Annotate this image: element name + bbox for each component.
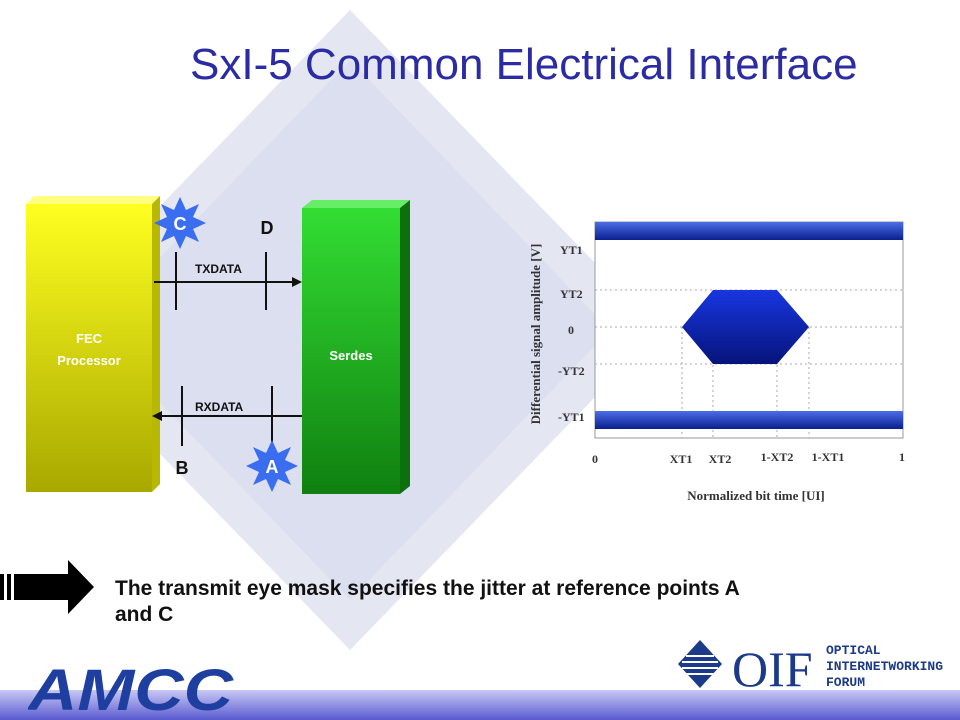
reference-point-a: A [266,457,279,477]
y-tick-neg-yt1: -YT1 [558,410,585,424]
reference-point-b: B [176,458,189,478]
y-tick-neg-yt2: -YT2 [558,364,585,378]
fec-label-line2: Processor [57,353,121,368]
eye-mask-bottom-bar [595,411,903,429]
oif-line1: OPTICAL [826,643,881,658]
block-diagram: FEC Processor Serdes TXDATA RXDATA C D A… [26,196,410,494]
eye-mask-hexagon [682,290,809,364]
eye-x-axis-label: Normalized bit time [UI] [687,488,825,503]
slide-title: SxI-5 Common Electrical Interface [190,40,858,89]
y-tick-yt1: YT1 [560,243,583,257]
reference-point-c: C [174,214,187,234]
y-tick-zero: 0 [568,323,574,337]
amcc-logo-text: AMCC [28,664,234,716]
starburst-a-icon [246,440,298,492]
fec-label-line1: FEC [76,331,103,346]
y-tick-yt2: YT2 [560,287,583,301]
txdata-arrow [154,277,302,287]
x-tick-zero: 0 [592,452,598,466]
eye-mask-diagram: Differential signal amplitude [V] YT1 YT… [528,221,905,503]
x-tick-xt1: XT1 [670,452,693,466]
x-tick-1-xt2: 1-XT2 [761,450,794,464]
starburst-c-icon [154,197,206,249]
oif-line3: FORUM [826,675,865,690]
oif-logo-text: OIF [732,641,813,692]
bullet-arrow-icon [0,560,94,614]
eye-grid [595,289,903,438]
oif-line2: INTERNETWORKING [826,659,943,674]
x-tick-one: 1 [899,450,905,464]
eye-mask-top-bar [595,222,903,240]
reference-point-d: D [261,218,274,238]
eye-y-axis-label: Differential signal amplitude [V] [528,244,543,425]
fec-processor-block [26,196,160,492]
txdata-label: TXDATA [195,262,242,276]
x-tick-xt2: XT2 [709,452,732,466]
x-tick-1-xt1: 1-XT1 [812,450,845,464]
serdes-block [302,200,410,494]
rxdata-arrow [152,411,302,421]
bullet-text: The transmit eye mask specifies the jitt… [115,577,740,626]
footer-bar [0,690,960,720]
serdes-label: Serdes [329,348,372,363]
oif-logo: OIF OPTICAL INTERNETWORKING FORUM [678,640,943,692]
oif-diamond-icon [678,640,722,688]
amcc-logo: AMCC [28,664,234,716]
rxdata-label: RXDATA [195,400,244,414]
